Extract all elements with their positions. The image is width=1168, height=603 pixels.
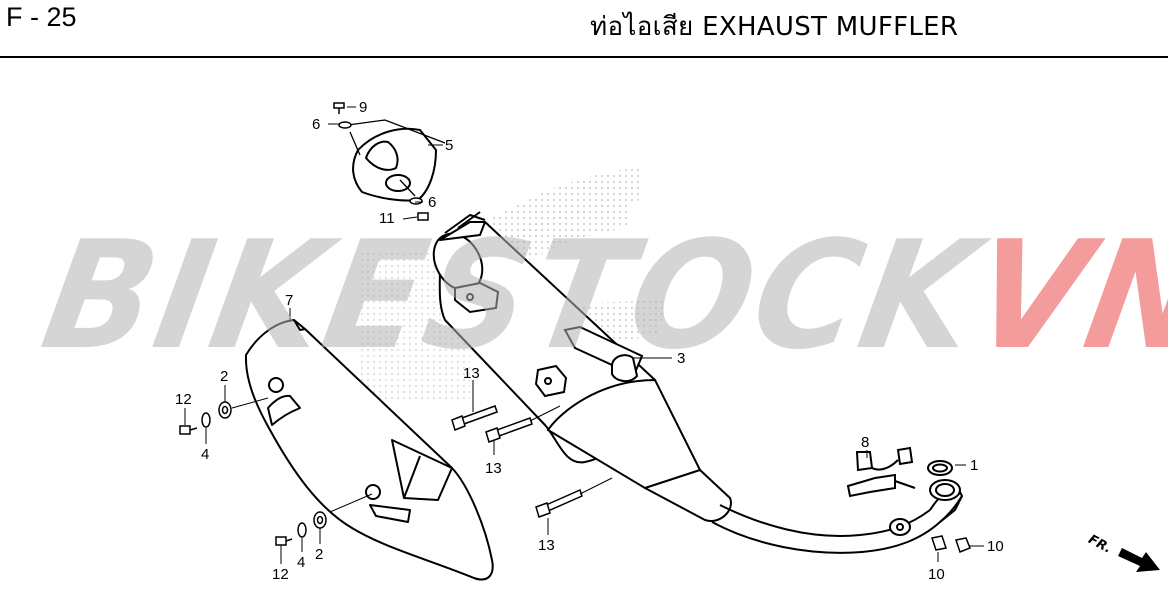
bolt-12-upper [179,425,198,435]
callout-6-upper: 6 [312,116,320,133]
callout-12-upper: 12 [175,391,192,408]
callout-2-lower: 2 [315,546,323,563]
washer-4-lower [297,522,307,538]
callout-5: 5 [445,137,453,154]
callout-10-lower: 10 [928,566,945,583]
callout-4-upper: 4 [201,446,209,463]
callout-4-lower: 4 [297,554,305,571]
gasket [927,460,953,476]
callout-2-upper: 2 [220,368,228,385]
bolt-12-lower [275,536,293,546]
callout-1: 1 [970,457,978,474]
callout-9: 9 [359,99,367,116]
callout-8: 8 [861,434,869,451]
nut-10-lower [931,535,947,551]
front-direction-arrow: FR. [1086,532,1160,572]
muffler-body [432,211,732,522]
bolt-13-upper [451,405,498,432]
front-direction-label: FR. [1086,532,1114,557]
collar-11 [417,212,429,221]
exhaust-pipe [711,487,964,554]
callout-13-upper: 13 [463,365,480,382]
exhaust-flange [929,479,961,501]
callout-10-right: 10 [987,538,1004,555]
callout-13-lower: 13 [538,537,555,554]
page-title: ท่อไอเสีย EXHAUST MUFFLER [590,12,959,42]
heat-guard [244,319,494,581]
arrow-icon [1118,548,1160,572]
muffler-end-cap [352,127,437,202]
callout-11: 11 [379,210,395,227]
washer-6b [409,197,423,205]
page-code: F - 25 [6,2,77,32]
nut-10-right [955,537,971,553]
washer-4-upper [201,412,211,428]
callout-12-lower: 12 [272,566,289,583]
leader-lines [184,106,984,564]
grommet-2-upper [218,401,232,419]
bolt-13-lower [535,488,583,518]
o2-sensor [846,446,916,498]
bolt-13-middle [485,417,533,443]
callout-6-lower: 6 [428,194,436,211]
callout-3: 3 [677,350,685,367]
muffler-mounting-bracket [454,281,644,398]
callout-13-middle: 13 [485,460,502,477]
cap-bracket-lines [347,119,446,197]
grommet-2-lower [313,511,327,529]
header-rule [0,56,1168,58]
washer-6a [338,121,352,129]
screw-9 [333,102,345,114]
callout-7: 7 [285,292,293,309]
